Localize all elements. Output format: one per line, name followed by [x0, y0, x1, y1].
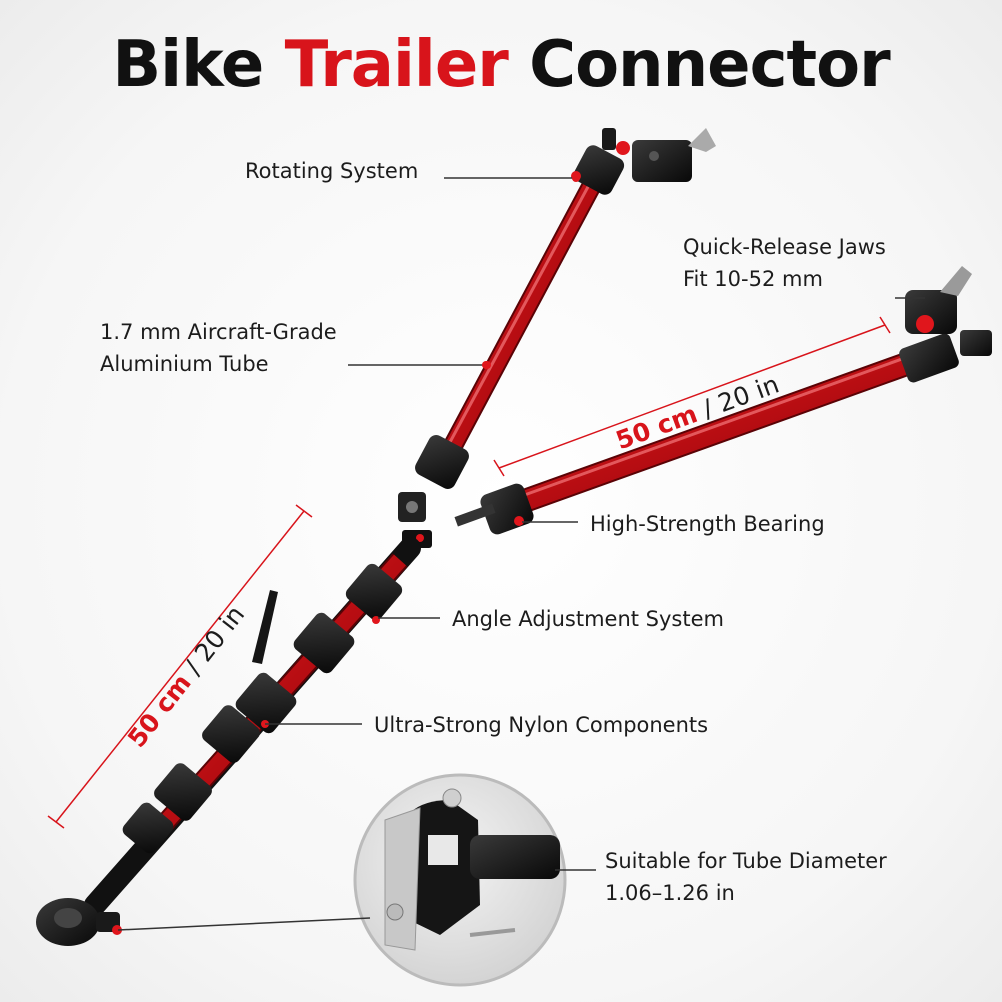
upper-arm: [415, 145, 625, 489]
lower-arm: [84, 537, 421, 916]
callout-tube-line2: Aluminium Tube: [100, 352, 269, 376]
callout-rotating-system: Rotating System: [245, 159, 419, 183]
callout-nylon-components: Ultra-Strong Nylon Components: [374, 713, 709, 737]
callout-aluminium-tube: 1.7 mm Aircraft-Grade Aluminium Tube: [100, 316, 337, 380]
callout-tube-line1: 1.7 mm Aircraft-Grade: [100, 320, 337, 344]
bottom-clamp-icon: [36, 898, 122, 946]
right-clamp-icon: [905, 266, 992, 356]
central-joint: [398, 492, 432, 548]
callout-jaws-line2: Fit 10-52 mm: [683, 267, 823, 291]
callout-diameter-line2: 1.06–1.26 in: [605, 881, 735, 905]
dimension-line-lower: [47, 504, 313, 829]
top-clamp-icon: [602, 128, 716, 182]
callout-tube-diameter: Suitable for Tube Diameter 1.06–1.26 in: [605, 845, 887, 909]
title-word-trailer: Trailer: [284, 28, 509, 102]
callout-angle-adjustment: Angle Adjustment System: [452, 607, 724, 631]
title-word-connector: Connector: [529, 28, 891, 102]
right-arm: [454, 333, 959, 535]
callout-jaws-line1: Quick-Release Jaws: [683, 235, 886, 259]
callout-bearing: High-Strength Bearing: [590, 512, 825, 536]
title-word-bike: Bike: [112, 28, 264, 102]
callout-diameter-line1: Suitable for Tube Diameter: [605, 849, 887, 873]
leader-lines: [117, 177, 925, 931]
zoom-detail: [353, 773, 567, 987]
page-title: Bike Trailer Connector: [0, 28, 1002, 102]
dimension-line-upper: [493, 316, 891, 477]
callout-quick-release-jaws: Quick-Release Jaws Fit 10-52 mm: [683, 231, 886, 295]
